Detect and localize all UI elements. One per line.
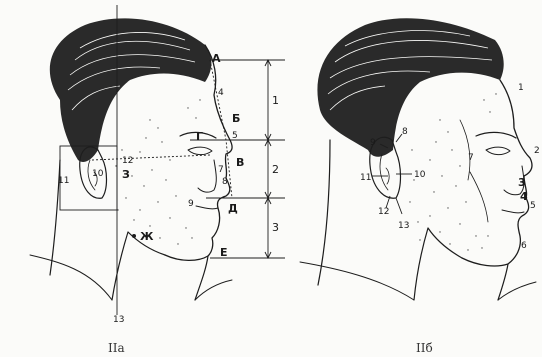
label-num-2-b: 2 xyxy=(534,146,540,156)
ear-eye-line-a xyxy=(92,155,210,160)
label-num-10-a: 10 xyxy=(92,169,104,179)
label-num-4-b: 4 xyxy=(520,190,528,203)
eye-b xyxy=(486,147,510,155)
label-num-9-b: 9 xyxy=(370,138,376,148)
figure-a: А Б В Г Д Е Ж З 4 5 7 8 9 10 11 12 13 1 … xyxy=(30,5,285,355)
label-num-5-b: 5 xyxy=(530,201,536,211)
label-num-10-b: 10 xyxy=(414,170,426,180)
caption-a: IIa xyxy=(108,341,125,355)
label-num-13-b: 13 xyxy=(398,221,409,231)
dimension-1: 1 xyxy=(272,94,279,107)
label-num-11-a: 11 xyxy=(58,176,69,186)
head-outline-b xyxy=(462,80,532,266)
label-num-13-a: 13 xyxy=(113,315,124,325)
hair-a xyxy=(50,18,212,162)
mouth-a xyxy=(196,206,218,209)
label-d: Д xyxy=(228,202,238,215)
label-num-12-b: 12 xyxy=(378,207,389,217)
eye-a xyxy=(188,147,212,155)
label-num-1-b: 1 xyxy=(518,83,524,93)
label-num-5-a: 5 xyxy=(232,131,238,141)
dimension-3: 3 xyxy=(272,221,279,234)
label-num-6-b: 6 xyxy=(521,241,527,251)
profile-line-a xyxy=(210,60,232,198)
label-num-3-b: 3 xyxy=(518,176,526,189)
label-b: Б xyxy=(232,112,240,125)
figure-b: 1 2 3 4 5 6 7 8 9 10 11 12 13 IIб xyxy=(300,18,540,355)
neck-b xyxy=(318,140,508,300)
nose-a xyxy=(198,160,216,192)
label-g: Г xyxy=(196,130,203,143)
label-e: Е xyxy=(220,246,228,259)
label-num-7-b: 7 xyxy=(468,153,474,163)
caption-b: IIб xyxy=(416,341,433,355)
label-z: З xyxy=(122,168,130,181)
collar-a xyxy=(30,255,232,300)
neck-a xyxy=(50,160,208,300)
label-zh: Ж xyxy=(140,230,154,243)
dimension-2: 2 xyxy=(272,163,279,176)
label-num-4-a: 4 xyxy=(218,88,224,98)
label-num-8-a: 8 xyxy=(222,177,228,187)
label-num-11-b: 11 xyxy=(360,173,371,183)
label-num-7-a: 7 xyxy=(218,165,224,175)
label-a: А xyxy=(212,52,221,65)
label-num-8-b: 8 xyxy=(402,127,408,137)
label-num-12-a: 12 xyxy=(122,156,133,166)
label-v: В xyxy=(236,156,244,169)
mouth-b xyxy=(502,210,524,213)
point-zh xyxy=(132,234,136,238)
label-num-9-a: 9 xyxy=(188,199,194,209)
